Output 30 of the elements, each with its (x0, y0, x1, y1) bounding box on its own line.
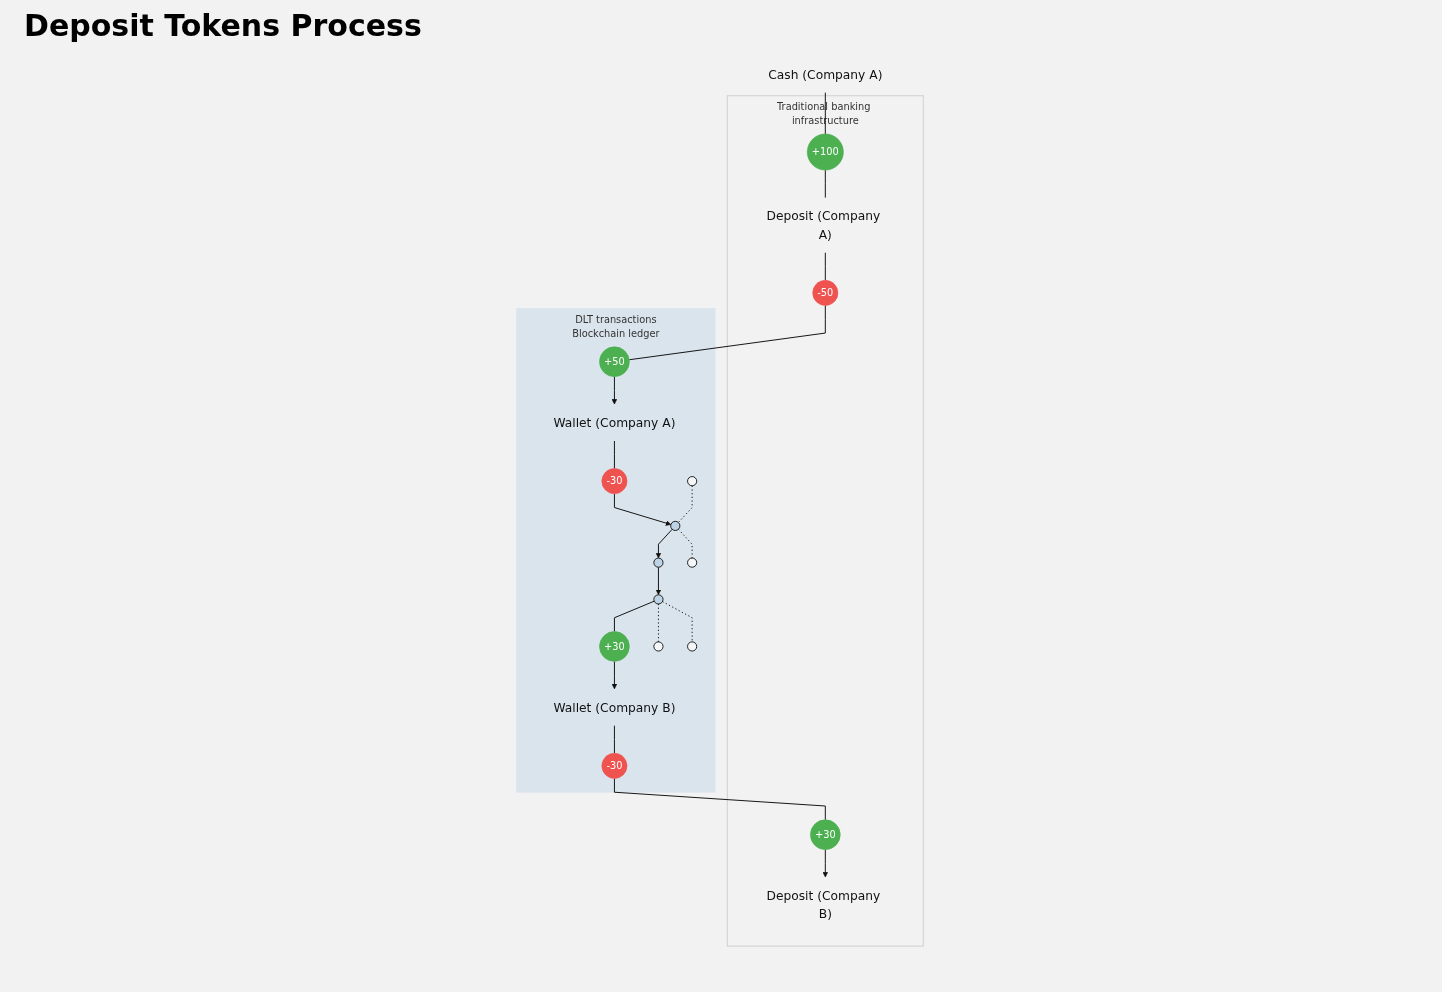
connector (628, 305, 826, 361)
node-circle (653, 557, 664, 568)
node-text: Deposit (Company A) (766, 208, 881, 242)
node-text: Wallet (Company A) (553, 415, 676, 430)
connector (677, 528, 693, 559)
connector (613, 440, 615, 470)
connector (657, 603, 659, 643)
connector (824, 169, 826, 199)
node-circle (670, 520, 681, 531)
node-text: Deposit (Company B) (766, 888, 881, 922)
node-circle: -30 (601, 752, 628, 779)
connector (613, 600, 655, 633)
node-circle: -50 (812, 280, 839, 306)
node-circle (687, 557, 698, 568)
node-circle: -30 (601, 468, 628, 495)
node-text: Cash (Company A) (768, 66, 883, 82)
node-circle: +100 (806, 133, 844, 171)
connector (824, 92, 826, 135)
connector (824, 252, 826, 281)
node-circle (653, 594, 664, 605)
node-circle: +30 (810, 819, 841, 850)
node-circle: +50 (599, 346, 630, 377)
node-circle (653, 641, 664, 652)
connector (613, 777, 826, 821)
node-text: Wallet (Company B) (553, 699, 676, 715)
node-circle (687, 641, 698, 652)
diagram-title: Deposit Tokens Process (24, 8, 423, 43)
node-circle (687, 476, 698, 487)
node-circle: +30 (599, 631, 630, 662)
connector (613, 725, 615, 754)
